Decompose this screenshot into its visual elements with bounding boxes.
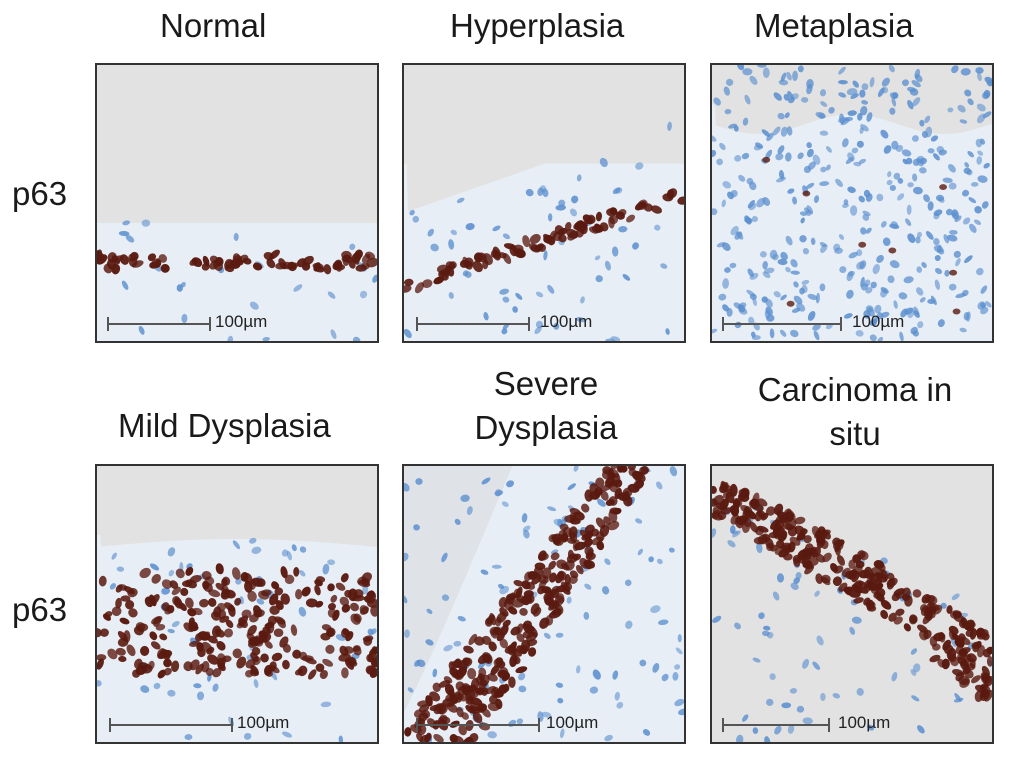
histology-image [712,466,992,742]
scale-label: 100µm [546,713,599,732]
title-mild-dysplasia: Mild Dysplasia [118,407,331,444]
histology-image [97,65,377,341]
title-carcinoma-in-situ: Carcinoma in situ [757,371,953,452]
title-metaplasia: Metaplasia [754,7,914,44]
panel-severe-dysplasia: 100µm [402,464,686,744]
panel-metaplasia: 100µm [710,63,994,343]
scale-label: 100µm [540,312,593,331]
row-label-bottom: p63 [12,591,68,628]
row-label-top: p63 [12,175,68,212]
panel-hyperplasia: 100µm [402,63,686,343]
title-normal: Normal [160,7,267,44]
histology-image [712,65,992,341]
scale-label: 100µm [838,713,891,732]
histology-image [404,65,684,341]
scale-label: 100µm [215,312,268,331]
scale-label: 100µm [237,713,290,732]
histology-image [404,466,684,742]
title-severe-dysplasia: Severe Dysplasia [474,365,618,446]
panel-normal: 100µm [95,63,379,343]
histology-image [97,466,377,742]
scale-label: 100µm [852,312,905,331]
panel-mild-dysplasia: 100µm [95,464,379,744]
panel-carcinoma-in-situ: 100µm [710,464,994,744]
title-hyperplasia: Hyperplasia [450,7,625,44]
